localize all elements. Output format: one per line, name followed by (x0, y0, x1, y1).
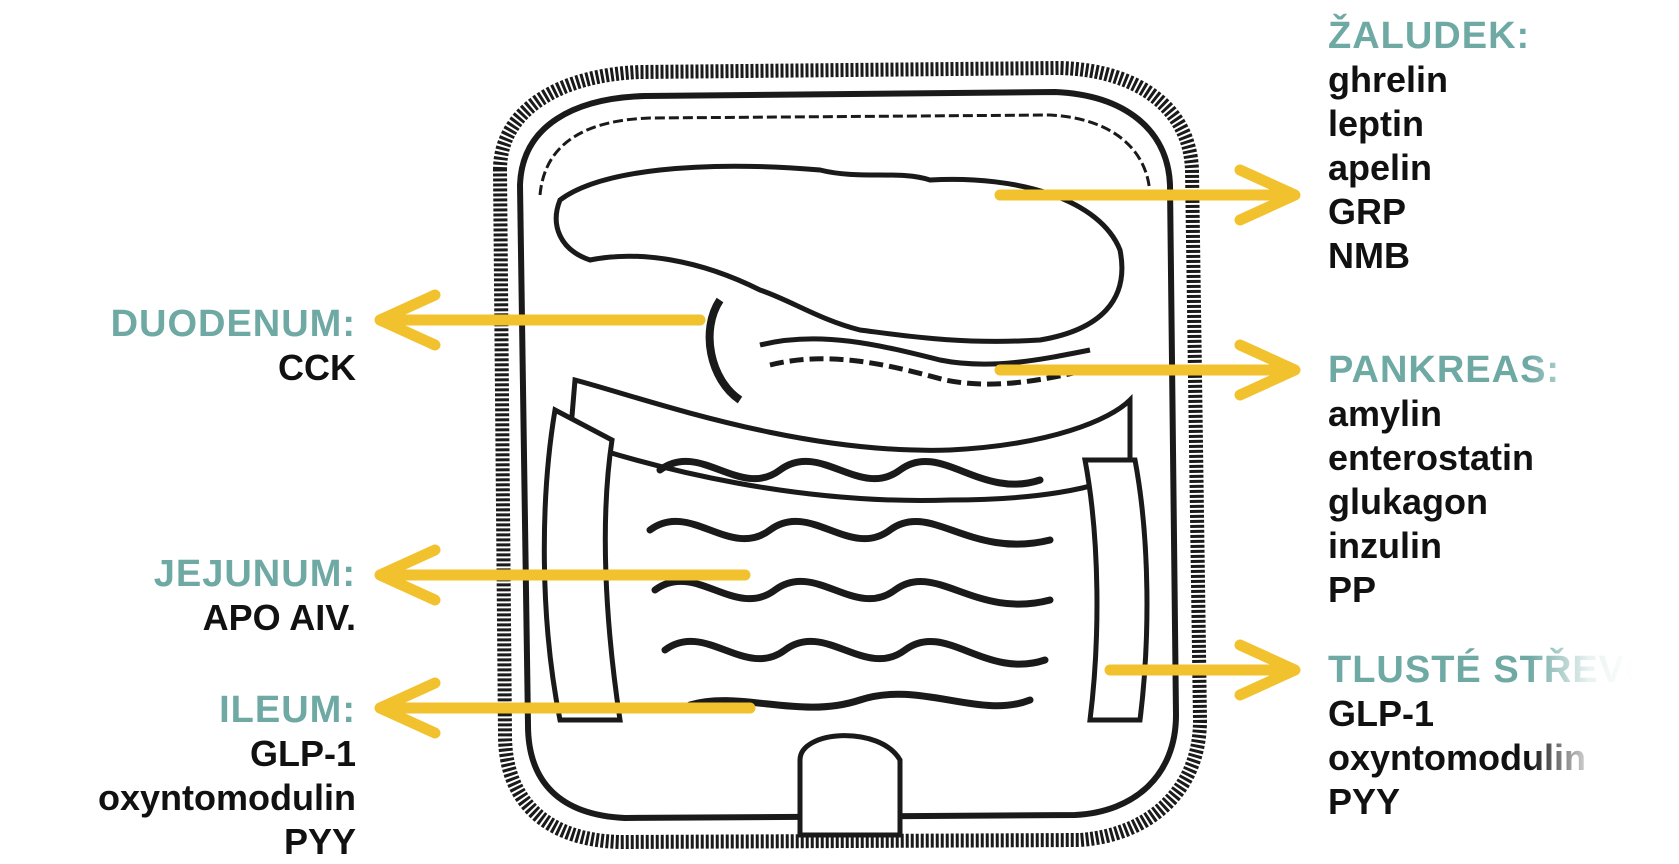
hormone-item: APO AIV. (154, 596, 356, 640)
arrow-pancreas (1000, 345, 1295, 395)
pancreas-shape (760, 339, 1095, 384)
label-stomach-heading: ŽALUDEK: (1328, 14, 1530, 58)
hormone-item: glukagon (1328, 480, 1560, 524)
hormone-item: apelin (1328, 146, 1530, 190)
hormone-item: amylin (1328, 392, 1560, 436)
hormone-item: PP (1328, 568, 1560, 612)
label-stomach: ŽALUDEK: ghrelin leptin apelin GRP NMB (1328, 14, 1530, 278)
hormone-item: GLP-1 (1328, 692, 1669, 736)
hormone-item: CCK (111, 346, 356, 390)
label-jejunum-heading: JEJUNUM: (154, 552, 356, 596)
hormone-item: GLP-1 (98, 732, 356, 776)
arrow-duodenum (380, 295, 700, 345)
hormone-item: GRP (1328, 190, 1530, 234)
ascending-colon (544, 410, 620, 720)
hormone-item: NMB (1328, 234, 1530, 278)
hormone-item: leptin (1328, 102, 1530, 146)
label-ileum-heading: ILEUM: (98, 688, 356, 732)
label-duodenum-heading: DUODENUM: (111, 302, 356, 346)
label-colon-heading: TLUSTÉ STŘEVO: (1328, 648, 1669, 692)
label-pancreas: PANKREAS: amylin enterostatin glukagon i… (1328, 348, 1560, 612)
label-colon: TLUSTÉ STŘEVO: GLP-1 oxyntomodulin PYY (1328, 648, 1669, 824)
transverse-colon (570, 380, 1130, 500)
hormone-item: PYY (98, 820, 356, 864)
label-duodenum: DUODENUM: CCK (111, 302, 356, 390)
descending-colon (1085, 460, 1147, 720)
label-ileum: ILEUM: GLP-1 oxyntomodulin PYY (98, 688, 356, 864)
hormone-item: inzulin (1328, 524, 1560, 568)
label-pancreas-heading: PANKREAS: (1328, 348, 1560, 392)
rectum-shape (800, 736, 900, 835)
hormone-item: ghrelin (1328, 58, 1530, 102)
hormone-item: oxyntomodulin (1328, 736, 1669, 780)
hormone-item: PYY (1328, 780, 1669, 824)
label-jejunum: JEJUNUM: APO AIV. (154, 552, 356, 640)
hormone-item: enterostatin (1328, 436, 1560, 480)
hormone-item: oxyntomodulin (98, 776, 356, 820)
